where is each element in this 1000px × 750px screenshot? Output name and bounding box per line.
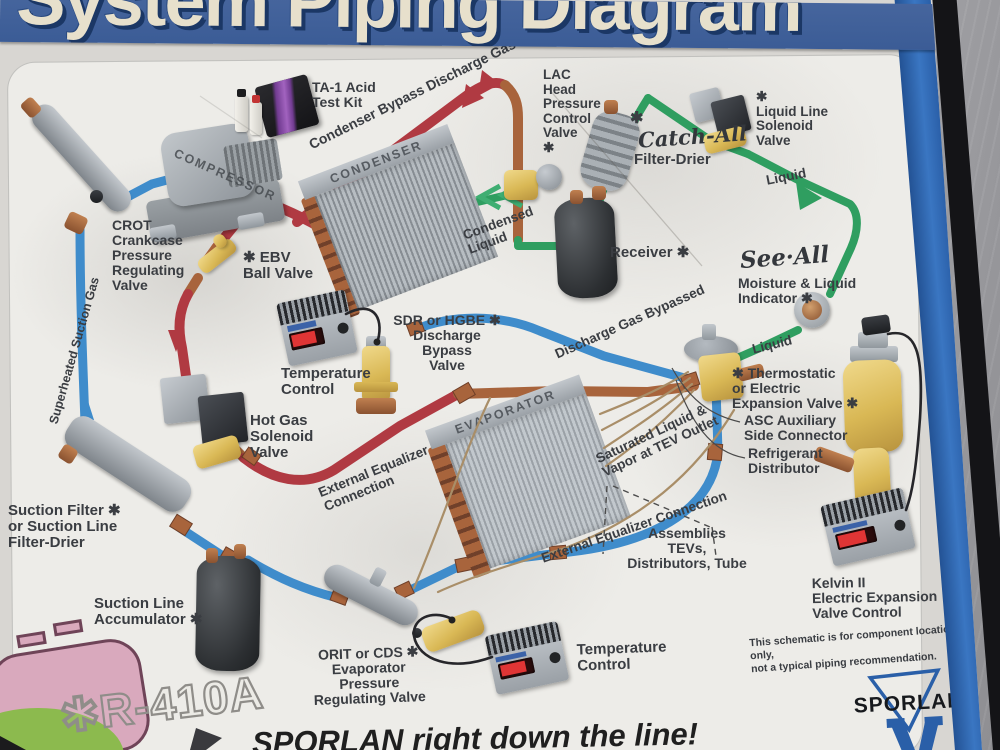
label-suction-filter: Suction Filter ✱ or Suction Line Filter-… bbox=[8, 502, 121, 552]
liquid-arrow bbox=[796, 182, 822, 210]
label-lac-head-pressure-control-valve: LAC Head Pressure Control Valve ✱ bbox=[543, 67, 601, 155]
label-temperature-control-lower: Temperature Control bbox=[576, 638, 667, 675]
lac-valve-dome bbox=[536, 164, 562, 190]
suction-up-arrow bbox=[80, 398, 94, 420]
filter-drier-bottom-fitting bbox=[592, 186, 606, 200]
green-blob bbox=[0, 708, 124, 750]
label-temperature-control-upper: Temperature Control bbox=[281, 365, 371, 399]
poster-title: System Piping Diagram bbox=[15, 0, 802, 47]
corner-shadow bbox=[0, 736, 26, 750]
label-ta1-acid-test-kit: TA-1 Acid Test Kit bbox=[312, 79, 376, 111]
sdr-valve-flange bbox=[354, 382, 398, 392]
accumulator-outlet bbox=[234, 544, 246, 559]
refrigerant-tank-art bbox=[0, 619, 150, 750]
see-all-sight-glass bbox=[802, 300, 822, 320]
external-equalizer-lines bbox=[412, 396, 736, 594]
distributor-tubes bbox=[598, 370, 696, 468]
filter-drier-top-fitting bbox=[604, 100, 618, 114]
surface-scratches bbox=[199, 87, 703, 267]
label-refrigerant-distributor: Refrigerant Distributor bbox=[748, 445, 823, 477]
fold-shadow bbox=[190, 728, 222, 750]
sporlan-logo: SPORLAN bbox=[838, 659, 973, 750]
label-hot-gas-solenoid-valve: Hot Gas Solenoid Valve bbox=[250, 412, 314, 462]
label-crot-crankcase-valve: CROT Crankcase Pressure Regulating Valve bbox=[112, 217, 185, 294]
eev-flange bbox=[850, 346, 898, 362]
logo-v-stroke-right bbox=[918, 722, 939, 750]
accumulator-inlet bbox=[206, 548, 218, 563]
receiver-fitting bbox=[570, 190, 583, 204]
title-banner: System Piping Diagram bbox=[0, 0, 941, 51]
label-leader-lines bbox=[671, 367, 746, 459]
label-orit-cds-valve: ORIT or CDS ✱ Evaporator Pressure Regula… bbox=[313, 643, 427, 709]
hot-gas-down-arrow bbox=[168, 330, 184, 352]
condensed-liquid-chevron-1 bbox=[474, 183, 502, 211]
label-ebv-ball-valve: ✱ EBV Ball Valve bbox=[243, 249, 314, 283]
lac-valve-body bbox=[504, 170, 538, 200]
label-sdr-discharge-bypass-valve: SDR or HGBE ✱ Discharge Bypass Valve bbox=[393, 312, 501, 374]
logo-v-stroke-left bbox=[890, 724, 917, 750]
label-thermostatic-expansion-valve: ✱ Thermostatic or Electric Expansion Val… bbox=[732, 365, 859, 412]
label-catchall-star: ✱ bbox=[630, 110, 644, 127]
dashed-leader-lines bbox=[602, 485, 717, 557]
label-moisture-liquid-indicator: Moisture & Liquid Indicator ✱ bbox=[738, 275, 857, 307]
label-suction-line-accumulator: Suction Line Accumulator ✱ bbox=[94, 595, 203, 629]
label-receiver: Receiver ✱ bbox=[610, 244, 690, 261]
test-kit-bottle-1 bbox=[235, 89, 248, 132]
sdr-valve-body bbox=[362, 346, 390, 402]
label-kelvin-ii-control: Kelvin II Electric Expansion Valve Contr… bbox=[811, 574, 938, 622]
flow-arrows bbox=[80, 70, 822, 420]
sdr-valve-nut bbox=[356, 398, 396, 414]
distributor-stem bbox=[702, 324, 716, 340]
sensor-cables bbox=[344, 307, 923, 665]
bypass-arrow-2 bbox=[462, 84, 484, 108]
label-liquid-line-solenoid-valve: ✱ Liquid Line Solenoid Valve bbox=[756, 89, 828, 148]
crot-adjust-knob bbox=[90, 190, 103, 203]
eev-collar bbox=[858, 332, 888, 348]
logo-triangle bbox=[867, 668, 941, 734]
cds-sensor bbox=[412, 628, 422, 638]
test-kit-bottle-2 bbox=[250, 95, 262, 135]
bypass-arrow-1 bbox=[478, 70, 500, 96]
sporlan-logo-mark bbox=[867, 668, 943, 750]
label-asc-auxiliary-side-connector: ASC Auxiliary Side Connector bbox=[744, 412, 848, 444]
label-filter-drier: Filter-Drier bbox=[634, 151, 711, 168]
label-assemblies-tevs-distributors: Assemblies TEVs, Distributors, Tube bbox=[627, 525, 747, 572]
